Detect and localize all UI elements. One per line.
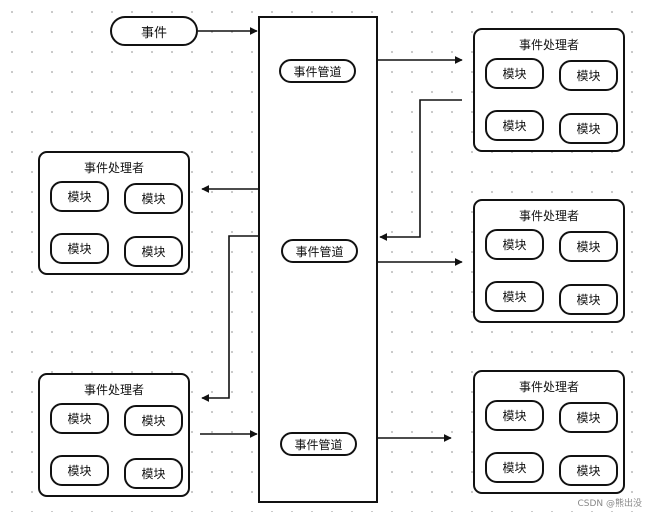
module: 模块 (124, 236, 183, 267)
handler-title: 事件处理者 (518, 38, 579, 52)
module: 模块 (485, 452, 544, 483)
handler-title: 事件处理者 (83, 161, 144, 175)
module: 模块 (485, 58, 544, 89)
module: 模块 (124, 183, 183, 214)
event-handler-left-lower: 事件处理者 模块 模块 模块 模块 (38, 373, 190, 497)
event-handler-left-upper: 事件处理者 模块 模块 模块 模块 (38, 151, 190, 275)
module: 模块 (485, 281, 544, 312)
module: 模块 (485, 400, 544, 431)
module: 模块 (559, 284, 618, 315)
module: 模块 (50, 455, 109, 486)
module: 模块 (559, 455, 618, 486)
handler-title: 事件处理者 (518, 380, 579, 394)
module: 模块 (559, 231, 618, 262)
event-pipe-2: 事件管道 (281, 239, 358, 263)
pipe2-to-left-handler-arrow (201, 235, 258, 402)
event-handler-bottom-right: 事件处理者 模块 模块 模块 模块 (473, 370, 625, 494)
module: 模块 (124, 458, 183, 489)
module: 模块 (50, 403, 109, 434)
event-handler-top-right: 事件处理者 模块 模块 模块 模块 (473, 28, 625, 152)
module: 模块 (124, 405, 183, 436)
event-pipe-3: 事件管道 (280, 432, 357, 456)
handler-title: 事件处理者 (518, 209, 579, 223)
module: 模块 (559, 60, 618, 91)
event-pipe-1: 事件管道 (279, 59, 356, 83)
module: 模块 (485, 110, 544, 141)
module: 模块 (559, 402, 618, 433)
event-node: 事件 (110, 16, 198, 46)
handler-title: 事件处理者 (83, 383, 144, 397)
module: 模块 (50, 233, 109, 264)
handler-to-pipe2-arrow (379, 99, 462, 241)
module: 模块 (559, 113, 618, 144)
watermark: CSDN @熊出没 (577, 499, 642, 509)
event-handler-mid-right: 事件处理者 模块 模块 模块 模块 (473, 199, 625, 323)
module: 模块 (485, 229, 544, 260)
module: 模块 (50, 181, 109, 212)
